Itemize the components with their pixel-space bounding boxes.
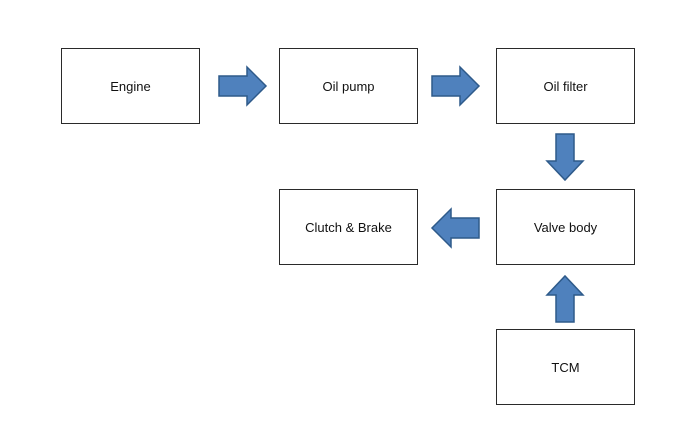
node-valve-body-label: Valve body: [533, 219, 598, 235]
node-oil-filter: Oil filter: [496, 48, 635, 124]
arrow-tcm-to-valve-body: [545, 274, 585, 323]
arrow-engine-to-oil-pump: [218, 65, 268, 107]
node-engine: Engine: [61, 48, 200, 124]
arrow-oil-filter-to-valve-body: [545, 133, 585, 182]
node-tcm-label: TCM: [551, 359, 580, 375]
node-oil-pump: Oil pump: [279, 48, 418, 124]
node-clutch-brake: Clutch & Brake: [279, 189, 418, 265]
node-valve-body: Valve body: [496, 189, 635, 265]
node-clutch-brake-label: Clutch & Brake: [305, 219, 392, 235]
node-engine-label: Engine: [110, 78, 151, 94]
node-oil-filter-label: Oil filter: [543, 78, 588, 94]
node-oil-pump-label: Oil pump: [322, 78, 375, 94]
arrow-oil-pump-to-oil-filter: [431, 65, 481, 107]
arrow-valve-body-to-clutch-brake: [430, 207, 480, 249]
node-tcm: TCM: [496, 329, 635, 405]
